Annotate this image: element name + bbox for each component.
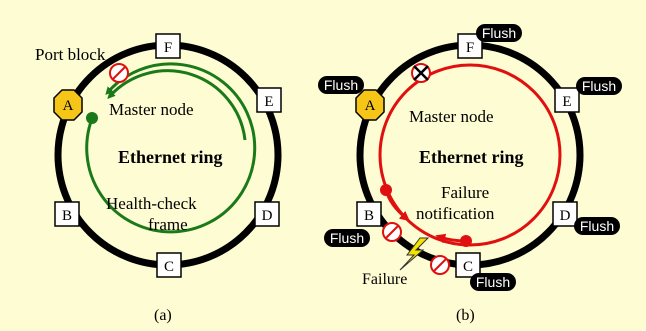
node-d-b: D xyxy=(552,201,578,227)
svg-text:A: A xyxy=(365,98,376,114)
flush-badge-a: Flush xyxy=(318,76,364,94)
svg-text:Flush: Flush xyxy=(482,25,516,41)
svg-text:E: E xyxy=(562,94,571,110)
svg-text:D: D xyxy=(560,208,571,224)
port-block-label: Port block xyxy=(35,45,106,64)
port-block-icon xyxy=(109,63,129,83)
node-f-a: F xyxy=(155,33,181,59)
node-e-b: E xyxy=(554,87,580,113)
master-node-b: A xyxy=(355,89,385,121)
panel-a: F E D C B A Port block Master node Et xyxy=(35,33,282,324)
flush-badge-b: Flush xyxy=(324,229,370,247)
port-unblock-icon xyxy=(411,63,431,83)
flush-badge-e: Flush xyxy=(576,77,622,95)
health-check-label-2: frame xyxy=(148,215,188,234)
flush-badge-d: Flush xyxy=(574,217,620,235)
node-b-b: B xyxy=(356,201,382,227)
node-d-a: D xyxy=(254,201,280,227)
svg-text:F: F xyxy=(466,40,474,56)
flush-badge-f: Flush xyxy=(476,24,522,42)
failure-lightning-icon xyxy=(399,237,430,271)
failure-notification-label-2: notification xyxy=(416,204,495,223)
health-check-path xyxy=(85,62,257,234)
node-e-a: E xyxy=(256,87,282,113)
svg-text:Flush: Flush xyxy=(324,77,358,93)
ethernet-ring-label-a: Ethernet ring xyxy=(118,147,222,167)
ethernet-ring-label-b: Ethernet ring xyxy=(419,147,523,167)
svg-text:A: A xyxy=(63,98,74,114)
master-node-label-b: Master node xyxy=(409,107,494,126)
failure-label: Failure xyxy=(362,271,407,288)
node-c-b: C xyxy=(455,252,481,278)
panel-b: F E D C B A xyxy=(318,24,622,324)
svg-text:B: B xyxy=(364,208,374,224)
svg-text:Flush: Flush xyxy=(330,230,364,246)
blocked-port-icon-c xyxy=(430,255,450,275)
svg-text:Flush: Flush xyxy=(582,78,616,94)
svg-text:E: E xyxy=(264,94,273,110)
caption-b: (b) xyxy=(456,307,475,324)
svg-text:C: C xyxy=(164,259,174,275)
master-node-label-a: Master node xyxy=(109,100,194,119)
svg-text:B: B xyxy=(62,208,72,224)
svg-text:Flush: Flush xyxy=(476,274,510,290)
notification-arrow-b xyxy=(384,189,410,222)
svg-text:F: F xyxy=(164,40,172,56)
svg-text:Flush: Flush xyxy=(580,218,614,234)
master-node-a: A xyxy=(53,89,83,121)
health-check-origin-dot xyxy=(86,112,98,124)
svg-text:C: C xyxy=(463,259,473,275)
node-c-a: C xyxy=(156,252,182,278)
node-b-a: B xyxy=(54,201,80,227)
caption-a: (a) xyxy=(154,307,172,324)
flush-badge-c: Flush xyxy=(470,273,516,291)
notification-arrow-c xyxy=(435,233,467,244)
blocked-port-icon-b xyxy=(382,222,402,242)
svg-text:D: D xyxy=(262,208,273,224)
failure-notification-label-1: Failure xyxy=(441,183,489,202)
health-check-label-1: Health-check xyxy=(106,194,197,213)
